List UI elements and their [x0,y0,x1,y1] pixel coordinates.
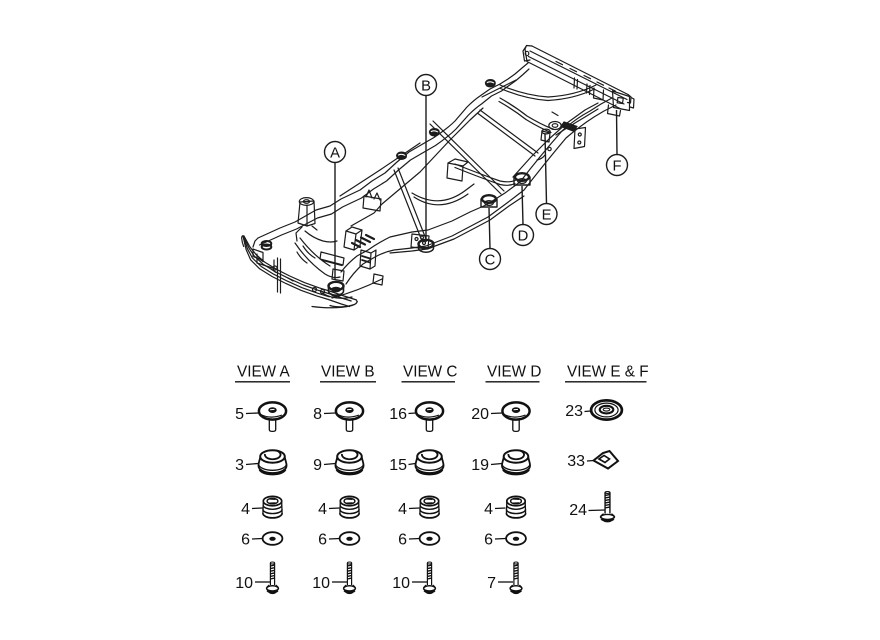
svg-text:16: 16 [389,406,407,423]
svg-text:E: E [542,207,552,223]
svg-text:4: 4 [318,501,327,518]
svg-text:C: C [485,252,496,268]
svg-text:10: 10 [312,575,330,592]
svg-text:F: F [612,158,621,174]
svg-text:4: 4 [241,501,250,518]
svg-text:B: B [421,78,431,94]
svg-text:9: 9 [313,457,322,474]
svg-text:VIEW D: VIEW D [487,364,541,381]
svg-text:4: 4 [484,501,493,518]
svg-text:33: 33 [567,453,585,470]
svg-text:D: D [518,228,529,244]
svg-text:15: 15 [389,457,407,474]
svg-text:23: 23 [565,403,583,420]
svg-text:VIEW A: VIEW A [237,364,290,381]
svg-text:20: 20 [471,406,489,423]
svg-text:6: 6 [484,532,493,549]
svg-text:6: 6 [318,532,327,549]
svg-text:VIEW B: VIEW B [321,364,375,381]
svg-text:10: 10 [235,575,253,592]
svg-text:VIEW C: VIEW C [403,364,457,381]
svg-text:A: A [330,145,340,161]
svg-text:4: 4 [398,501,407,518]
svg-text:10: 10 [392,575,410,592]
svg-text:6: 6 [241,532,250,549]
svg-text:7: 7 [487,575,496,592]
svg-text:6: 6 [398,532,407,549]
svg-text:8: 8 [313,406,322,423]
svg-text:5: 5 [235,406,244,423]
svg-text:24: 24 [569,502,587,519]
svg-text:19: 19 [471,457,489,474]
svg-text:VIEW E & F: VIEW E & F [567,364,649,381]
svg-text:3: 3 [235,457,244,474]
